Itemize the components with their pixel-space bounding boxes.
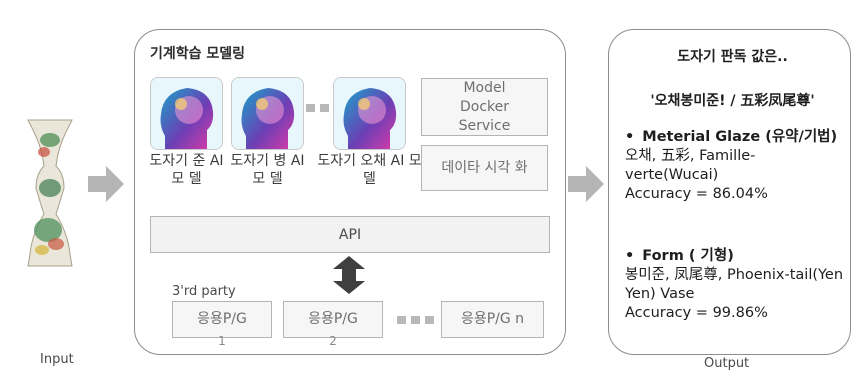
glaze-bullet: • — [625, 129, 635, 145]
model-ellipsis — [306, 104, 329, 112]
result-title: 도자기 판독 값은.. — [677, 49, 788, 65]
model-brain-image-3 — [333, 77, 406, 150]
app-program-box-2: 응용P/G 2 — [283, 301, 383, 348]
app-program-name-1: 응용P/G — [197, 311, 247, 327]
app-program-name-2: 응용P/G — [308, 311, 358, 327]
api-bar: API — [150, 216, 550, 253]
app-program-box-n: 응용P/G n — [441, 301, 544, 338]
form-heading: • Form ( 기형) — [625, 247, 845, 266]
result-panel — [608, 29, 851, 355]
result-subtitle: '오채봉미준! / 五彩凤尾尊' — [650, 93, 815, 109]
glaze-heading: • Meterial Glaze (유약/기법) — [625, 128, 845, 147]
ml-panel-title: 기계학습 모델링 — [150, 46, 246, 62]
result-section-glaze: • Meterial Glaze (유약/기법) 오채, 五彩, Famille-… — [625, 128, 845, 204]
data-visualization-box: 데이타 시각 화 — [421, 145, 548, 191]
api-bidirectional-arrow — [333, 256, 365, 294]
input-to-model-arrow — [88, 166, 124, 202]
app-program-name-n: 응용P/G n — [460, 311, 525, 327]
glaze-value: 오채, 五彩, Famille-verte(Wucai) — [625, 148, 756, 183]
model-label-2: 도자기 병 AI 모 델 — [230, 153, 305, 187]
model-label-1: 도자기 준 AI 모 델 — [149, 153, 224, 187]
output-label: Output — [704, 356, 750, 371]
input-vase-image — [20, 118, 80, 268]
model-brain-image-1 — [150, 77, 223, 150]
form-accuracy: Accuracy = 99.86% — [625, 305, 768, 321]
app-program-number-2: 2 — [329, 334, 337, 348]
model-to-output-arrow — [568, 166, 604, 202]
form-value: 봉미준, 凤尾尊, Phoenix-tail(Yen Yen) Vase — [625, 267, 844, 302]
app-ellipsis — [397, 316, 434, 324]
result-section-form: • Form ( 기형) 봉미준, 凤尾尊, Phoenix-tail(Yen Y… — [625, 247, 845, 323]
glaze-heading-text: Meterial Glaze (유약/기법) — [642, 129, 838, 145]
form-heading-text: Form ( 기형) — [642, 248, 734, 264]
app-program-box-1: 응용P/G 1 — [172, 301, 272, 348]
form-bullet: • — [625, 248, 635, 264]
model-docker-service-box: Model Docker Service — [421, 78, 548, 136]
app-program-number-1: 1 — [218, 334, 226, 348]
third-party-label: 3'rd party — [172, 284, 236, 299]
glaze-accuracy: Accuracy = 86.04% — [625, 186, 768, 202]
input-label: Input — [40, 352, 74, 367]
model-brain-image-2 — [231, 77, 304, 150]
model-label-3: 도자기 오채 AI 모 델 — [317, 153, 422, 187]
